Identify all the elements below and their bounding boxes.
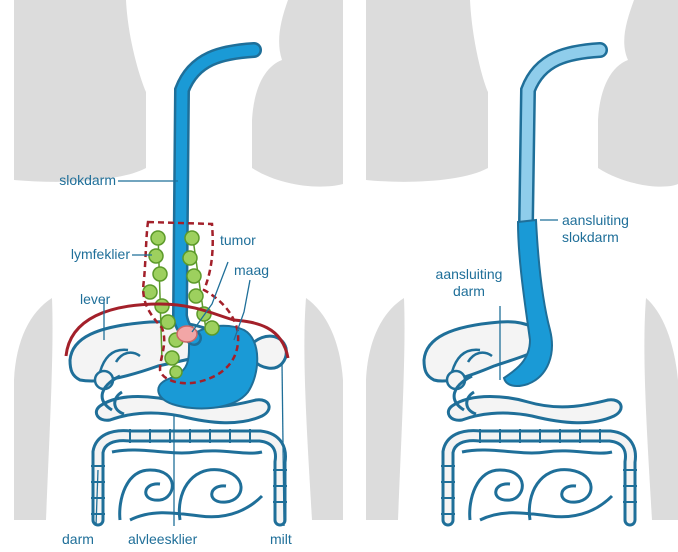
colon	[448, 436, 630, 520]
colon-inner	[98, 436, 280, 520]
colon	[98, 436, 280, 520]
right-arm-silhouette	[644, 298, 678, 520]
colon-inner	[448, 436, 630, 520]
right-arm-silhouette	[304, 298, 343, 520]
label-liver: lever	[80, 291, 110, 308]
gallbladder	[447, 371, 465, 389]
body-silhouette	[14, 0, 146, 182]
panel-before	[14, 0, 343, 526]
gallbladder	[95, 371, 113, 389]
small-intestine	[470, 470, 612, 520]
small-intestine-2	[462, 450, 612, 453]
neck-silhouette	[588, 0, 678, 187]
label-esophagus: slokdarm	[24, 172, 116, 189]
left-arm-silhouette	[14, 298, 53, 520]
label-intestine-connection: aansluiting darm	[416, 266, 522, 300]
left-arm-silhouette	[366, 298, 405, 520]
small-intestine-2	[112, 450, 262, 453]
label-tumor: tumor	[220, 232, 256, 249]
panel-after	[366, 0, 678, 520]
label-lymph-node: lymfeklier	[20, 246, 130, 263]
label-stomach: maag	[234, 262, 269, 279]
neck-silhouette	[244, 0, 343, 187]
small-intestine	[120, 470, 262, 520]
esophagus-remaining-fill	[526, 50, 600, 224]
pancreas	[448, 397, 621, 423]
label-intestine: darm	[62, 531, 94, 548]
label-pancreas: alvleesklier	[128, 531, 197, 548]
body-silhouette	[366, 0, 488, 182]
label-spleen: milt	[270, 531, 292, 548]
label-esophagus-connection: aansluiting slokdarm	[562, 212, 629, 246]
